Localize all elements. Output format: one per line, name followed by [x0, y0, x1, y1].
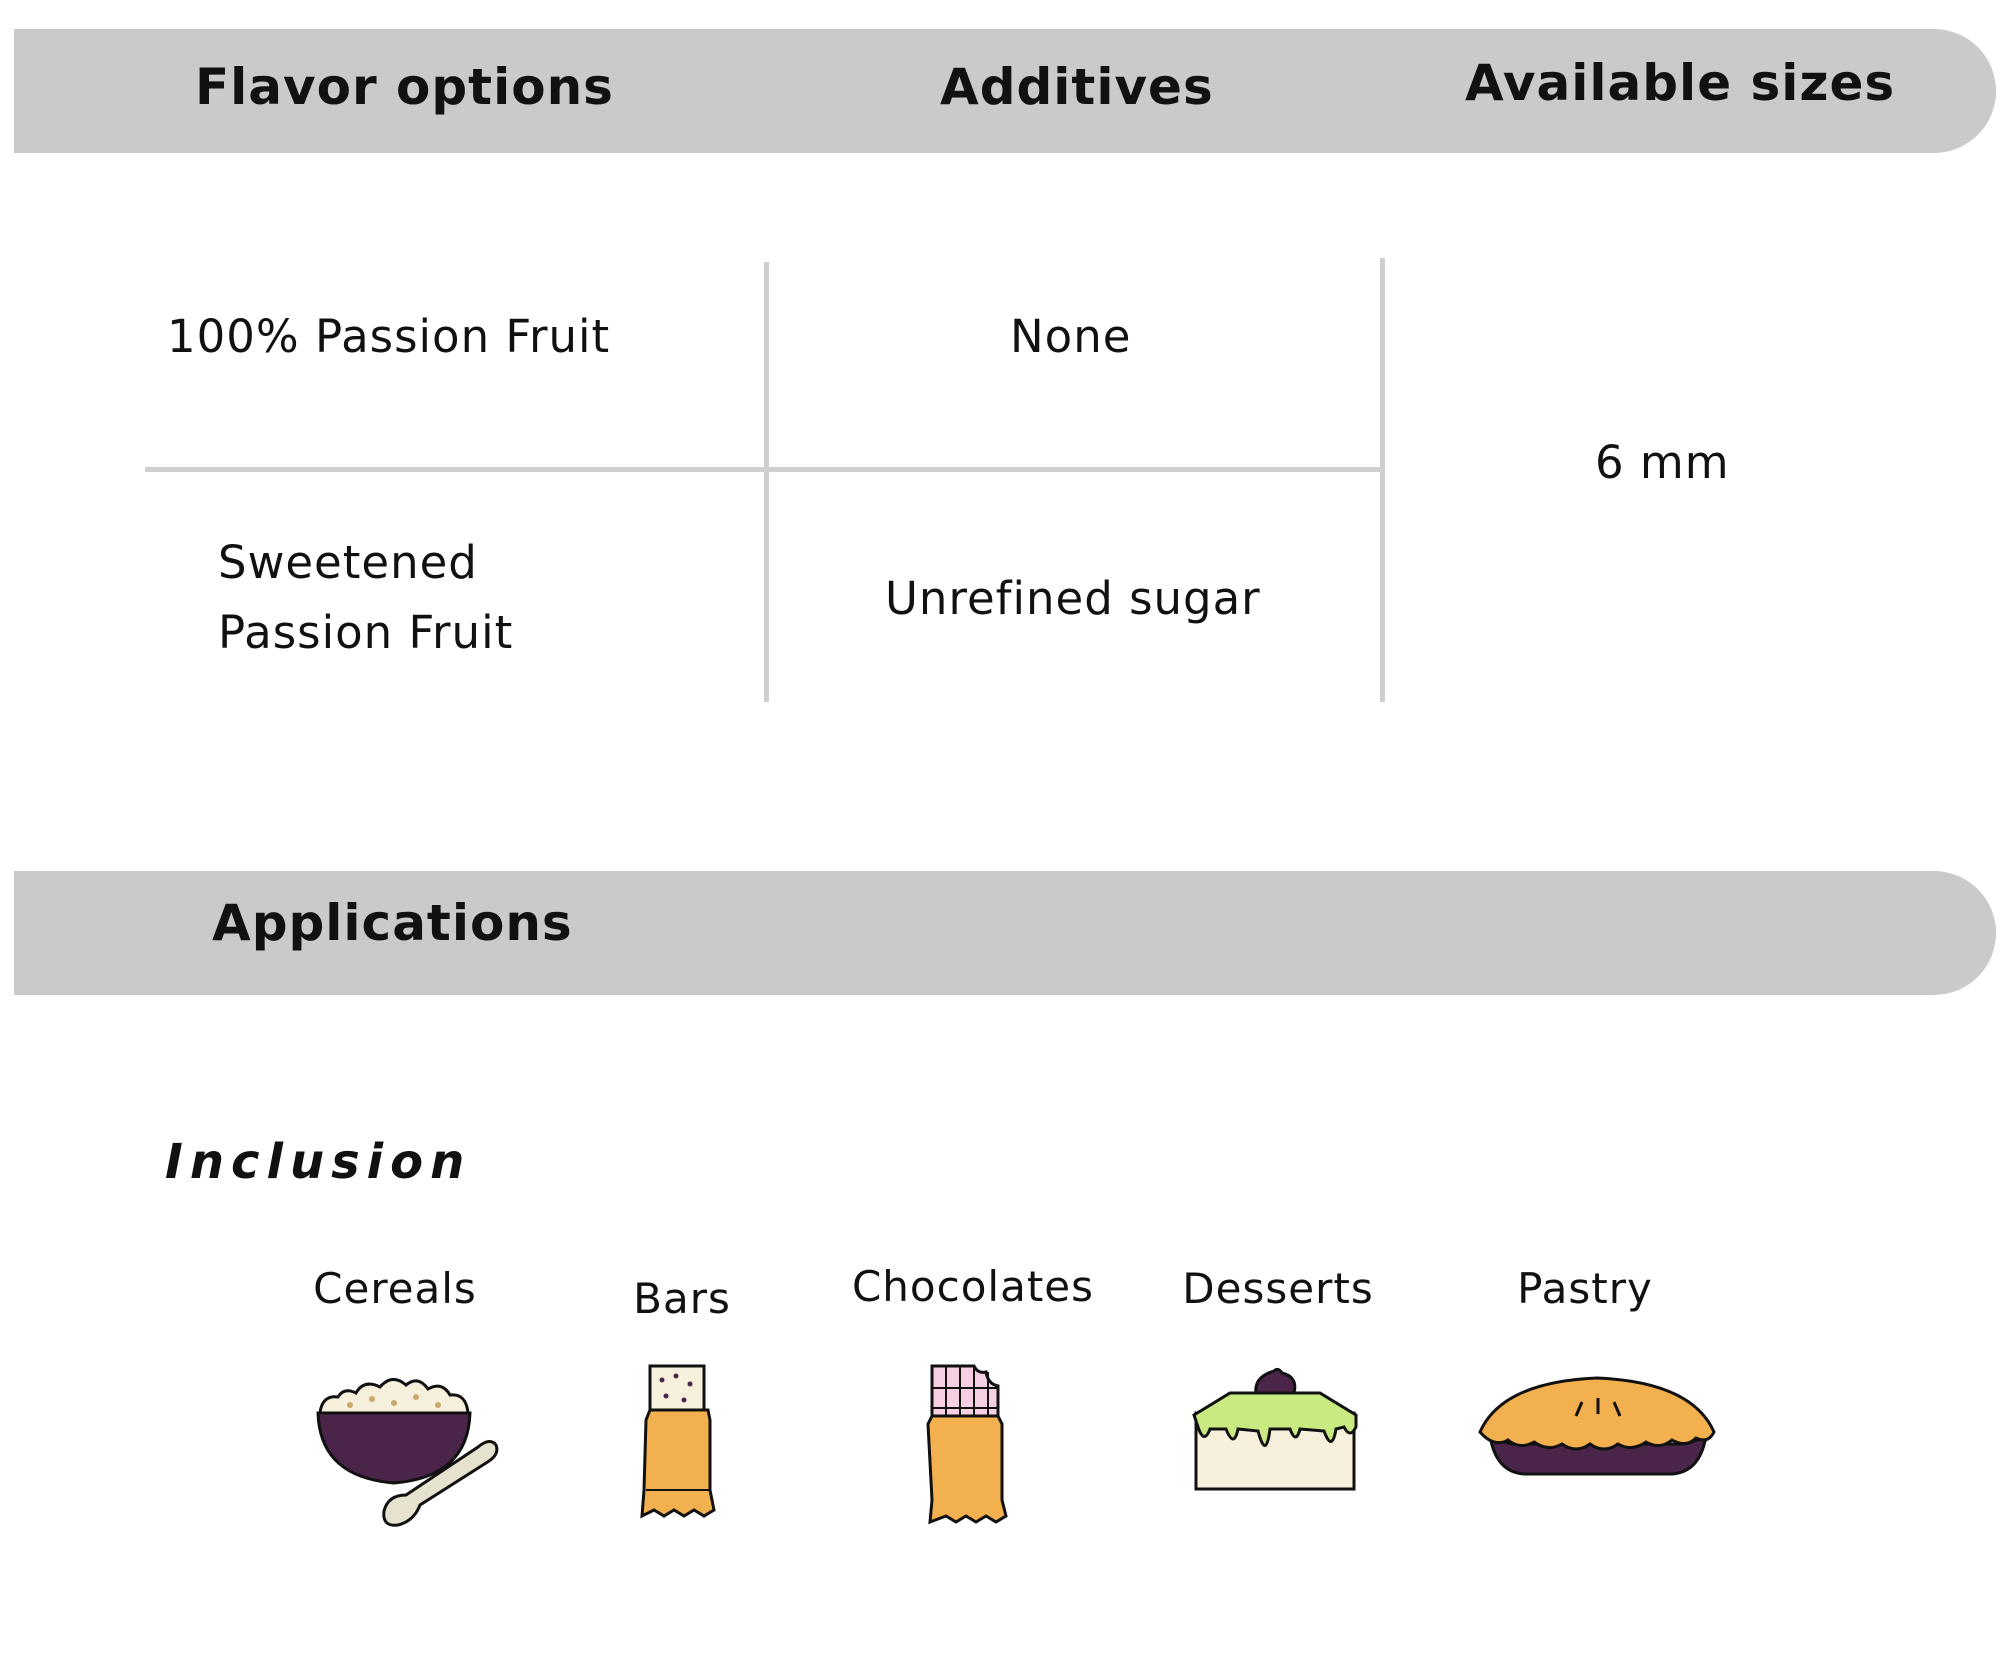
cereal-bowl-icon [316, 1378, 499, 1527]
flavor-cell-2-line-1: Sweetened [218, 536, 478, 589]
app-label-pastry: Pastry [1517, 1264, 1653, 1313]
app-label-bars: Bars [633, 1274, 731, 1323]
table-header-bar [14, 29, 1996, 153]
additive-cell-1: None [1010, 310, 1132, 363]
header-flavor-options: Flavor options [195, 58, 614, 116]
applications-title: Applications [212, 894, 573, 952]
additive-cell-2: Unrefined sugar [885, 572, 1261, 625]
divider-row [145, 467, 1385, 472]
header-additives: Additives [940, 58, 1214, 116]
flavor-cell-2-line-2: Passion Fruit [218, 606, 514, 659]
divider-col-1 [764, 262, 769, 702]
app-label-desserts: Desserts [1182, 1264, 1374, 1313]
chocolate-bar-icon [926, 1364, 1008, 1525]
header-available-sizes: Available sizes [1465, 54, 1896, 112]
divider-col-2 [1380, 258, 1385, 702]
snack-bar-icon [640, 1364, 716, 1519]
pie-icon [1478, 1376, 1716, 1476]
flavor-cell-1: 100% Passion Fruit [167, 310, 611, 363]
inclusion-subtitle: Inclusion [165, 1134, 472, 1190]
app-label-chocolates: Chocolates [851, 1262, 1095, 1311]
size-cell: 6 mm [1595, 436, 1730, 489]
applications-header-bar [14, 871, 1996, 995]
app-label-cereals: Cereals [313, 1264, 477, 1313]
cake-slice-icon [1192, 1367, 1358, 1491]
